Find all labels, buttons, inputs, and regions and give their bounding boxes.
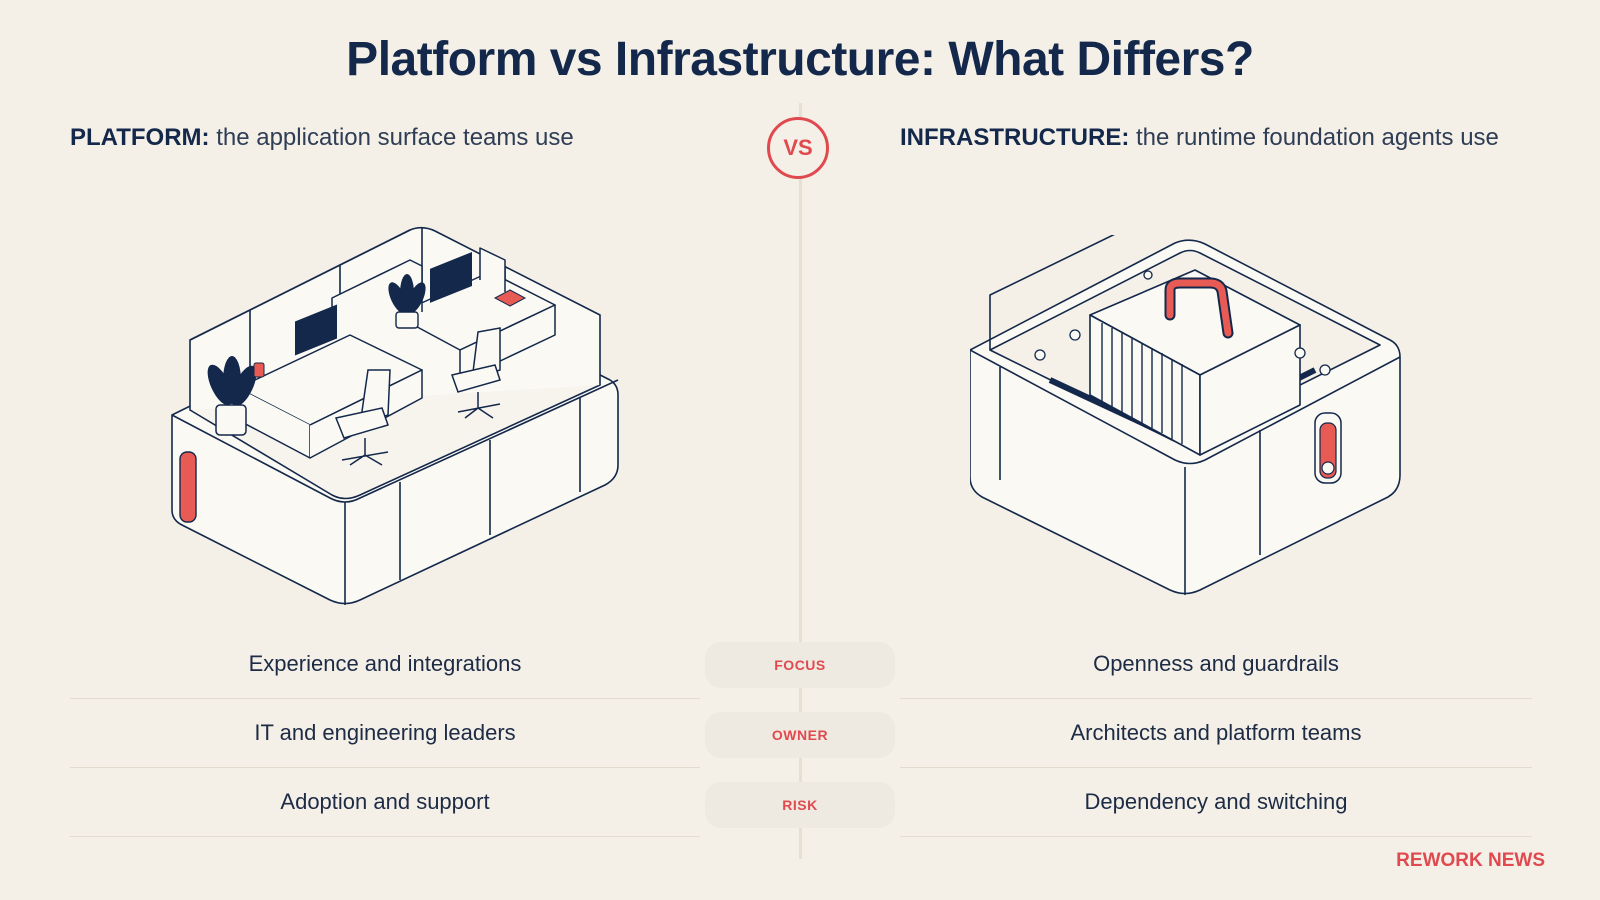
category-focus-label: FOCUS [705, 642, 895, 688]
infrastructure-focus-row: Openness and guardrails [900, 630, 1532, 699]
infrastructure-owner-row: Architects and platform teams [900, 699, 1532, 768]
platform-keyword: PLATFORM: [70, 124, 210, 151]
office-workspace-illustration [171, 226, 619, 605]
platform-focus-row: Experience and integrations [70, 630, 700, 699]
page-title: Platform vs Infrastructure: What Differs… [346, 33, 1254, 86]
platform-risk-row: Adoption and support [70, 768, 700, 837]
infrastructure-keyword: INFRASTRUCTURE: [900, 124, 1130, 151]
infrastructure-risk-row: Dependency and switching [900, 768, 1532, 837]
platform-owner-row: IT and engineering leaders [70, 699, 700, 768]
platform-description: the application surface teams use [216, 124, 574, 151]
brand-logo: REWORK NEWS [1396, 850, 1545, 871]
infrastructure-heading: INFRASTRUCTURE: the runtime foundation a… [900, 124, 1499, 152]
center-divider [799, 103, 802, 859]
vs-badge: VS [767, 117, 829, 179]
category-risk-label: RISK [705, 782, 895, 828]
platform-heading: PLATFORM: the application surface teams … [70, 124, 574, 152]
category-owner-label: OWNER [705, 712, 895, 758]
server-module-illustration [970, 235, 1401, 595]
infrastructure-description: the runtime foundation agents use [1135, 124, 1499, 151]
